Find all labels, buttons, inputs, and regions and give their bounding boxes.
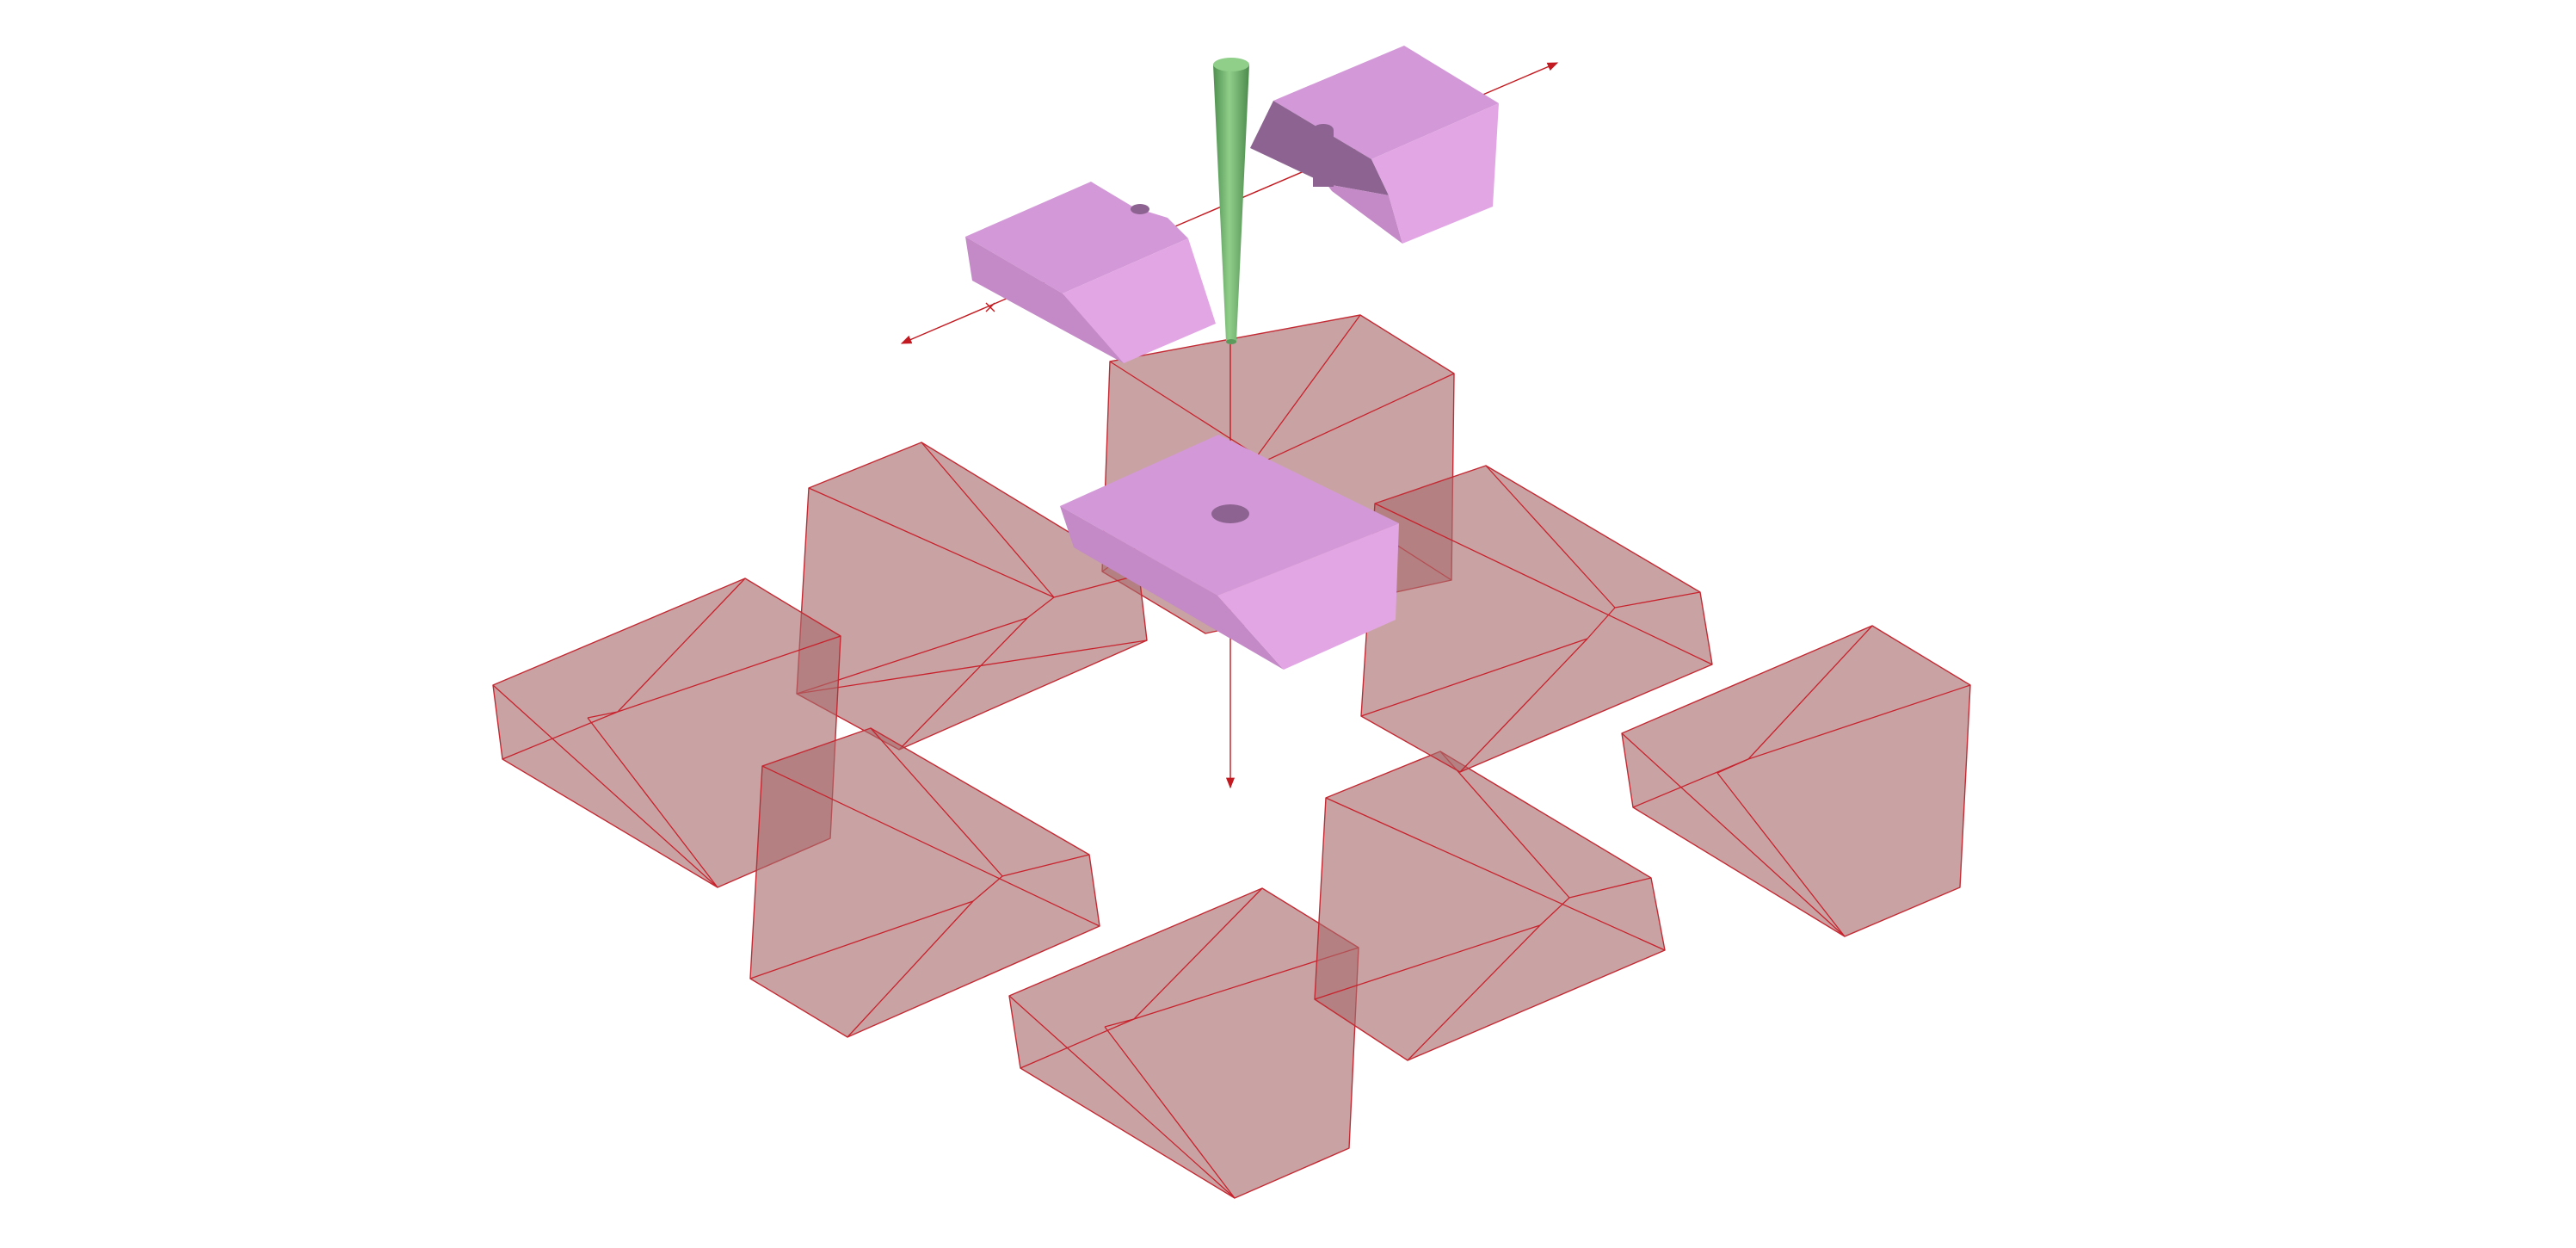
tapered-tool[interactable] <box>1213 58 1249 344</box>
ghost-block-upper-right <box>1360 465 1713 773</box>
fixture-block-left[interactable] <box>965 182 1216 363</box>
workpiece-hole <box>1211 504 1249 523</box>
fixture-block-right[interactable] <box>1250 46 1499 244</box>
ghost-block-upper-left <box>796 442 1148 751</box>
ghost-block-front-center <box>1008 887 1359 1199</box>
ghost-block-lower-right <box>1314 751 1666 1061</box>
ghost-block-lower-left <box>749 727 1100 1038</box>
workpiece-block[interactable] <box>1060 435 1399 670</box>
ghost-block-right <box>1621 625 1971 937</box>
